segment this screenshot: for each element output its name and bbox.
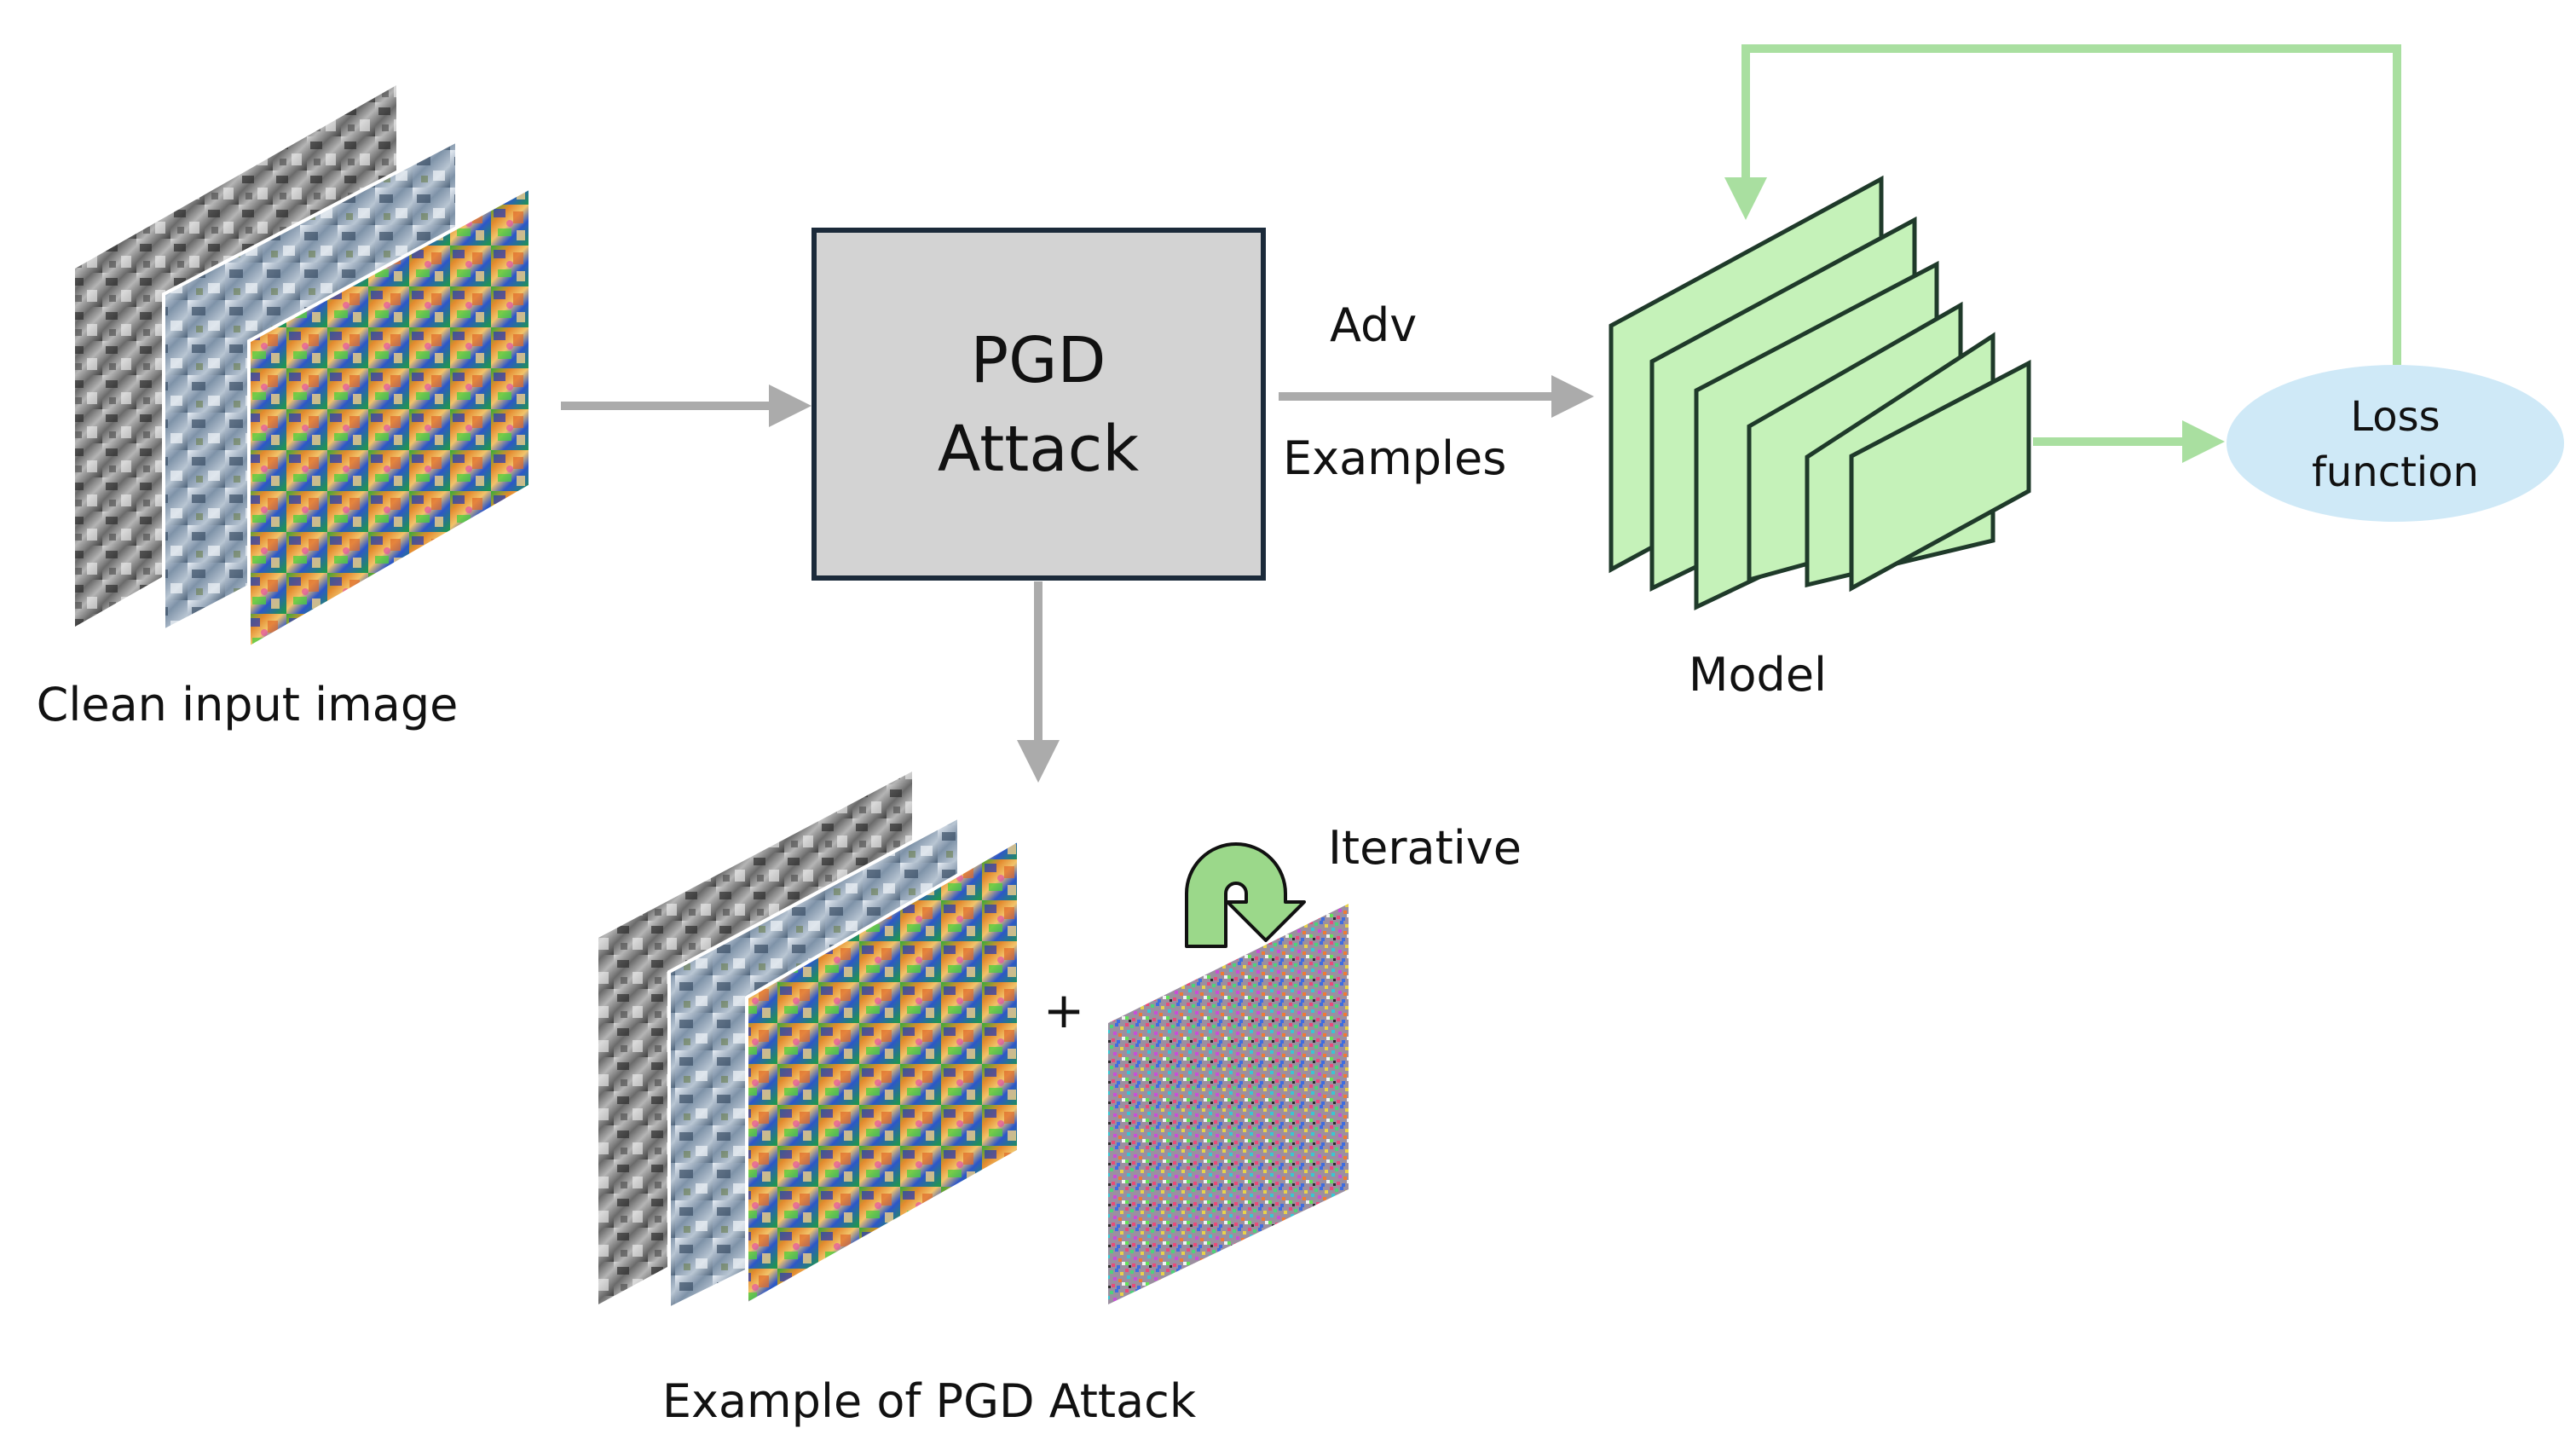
adv-examples-label-line1: Adv [1330, 298, 1417, 352]
loss-function-node [2227, 365, 2564, 522]
loss-function-label-line1: Loss [2350, 393, 2440, 441]
clean-input-label: Clean input image [37, 678, 459, 731]
model-layer-stack [1609, 175, 2031, 610]
example-pgd-label: Example of PGD Attack [662, 1374, 1197, 1428]
perturbation-noise [1108, 904, 1349, 1304]
iterative-arrow-icon [1185, 842, 1306, 948]
pgd-attack-box [811, 228, 1266, 581]
loss-function-label-line2: function [2312, 448, 2479, 496]
iterative-label: Iterative [1328, 821, 1522, 875]
pgd-attack-label-line2: Attack [938, 413, 1139, 486]
clean-input-image-stack [75, 85, 532, 651]
clean-band-color [247, 184, 532, 651]
adv-examples-label-line2: Examples [1283, 431, 1506, 485]
model-label: Model [1689, 648, 1827, 702]
plus-sign: + [1043, 981, 1085, 1039]
example-image-stack [598, 772, 1020, 1312]
feedback-loop-arrow [1724, 44, 2401, 365]
example-band-color [745, 836, 1020, 1308]
pgd-attack-label-line1: PGD [971, 324, 1106, 397]
model-layer [1849, 359, 2031, 593]
